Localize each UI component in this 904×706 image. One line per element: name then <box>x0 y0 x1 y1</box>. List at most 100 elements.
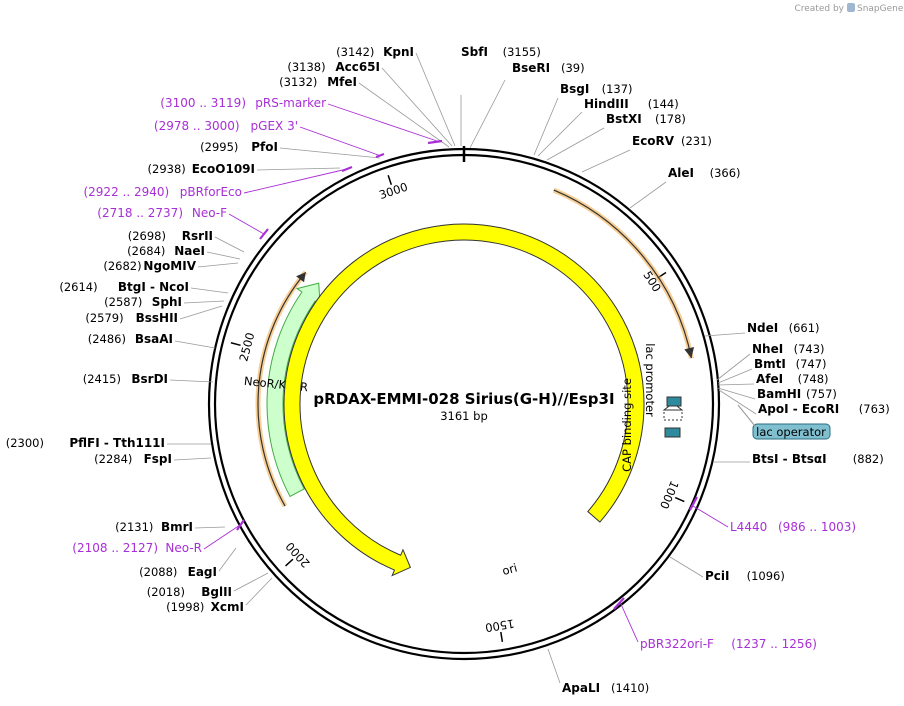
plasmid-name: pRDAX-EMMI-028 Sirius(G-H)//Esp3I <box>313 390 614 408</box>
site-name: AleI <box>668 166 694 180</box>
primer-leader <box>692 505 729 528</box>
site-btgi-ncoi: BtgI - NcoI(2614) <box>59 280 189 294</box>
site-leader <box>717 383 755 386</box>
orf-arrowhead <box>684 346 695 359</box>
site-name: NgoMIV <box>143 259 196 273</box>
tick-label: 1000 <box>657 479 682 511</box>
site-name: NheI <box>752 342 783 356</box>
orf-line <box>553 189 692 359</box>
site-leader <box>546 127 605 161</box>
site-position: (3142) <box>336 45 374 59</box>
site-leader <box>233 572 269 592</box>
primer-pbrforeco: pBRforEco(2922 .. 2940) <box>83 185 242 199</box>
site-name: BsrDI <box>131 372 168 386</box>
primer-bind-mark <box>236 519 245 531</box>
site-leader <box>704 332 746 337</box>
site-nhei: NheI(743) <box>752 342 825 356</box>
site-position: (1096) <box>747 569 785 583</box>
site-name: ApaLI <box>562 681 600 695</box>
primer-leader <box>243 168 348 194</box>
site-leader <box>190 287 229 294</box>
site-name: SbfI <box>461 45 488 59</box>
primer-l4440: L4440(986 .. 1003) <box>730 520 856 534</box>
site-leader <box>629 181 667 209</box>
site-apali: ApaLI (1410) <box>562 681 649 695</box>
feature-lac-operator: lac operator <box>737 404 831 440</box>
site-name: KpnI <box>383 45 414 59</box>
site-position: (1410) <box>611 681 649 695</box>
site-position: (763) <box>859 402 890 416</box>
site-bmri: BmrI(2131) <box>115 520 193 534</box>
primer-name: L4440 <box>730 520 767 534</box>
lac-promoter-box <box>663 409 683 421</box>
site-ngomiv: NgoMIV(2682) <box>103 259 196 273</box>
primer-leader <box>228 213 265 235</box>
site-leader <box>358 82 450 148</box>
site-bsrdi: BsrDI(2415) <box>83 372 168 386</box>
cap-box-bottom <box>664 427 681 438</box>
site-leader <box>533 97 559 156</box>
plasmid-length: 3161 bp <box>440 409 488 423</box>
site-leader <box>174 340 216 349</box>
site-name: BmrI <box>161 520 193 534</box>
site-leader <box>717 387 756 400</box>
site-naei: NaeI(2684) <box>127 244 205 258</box>
site-name: BssHII <box>136 311 178 325</box>
tick-label: 2500 <box>236 331 257 363</box>
site-position: (747) <box>796 357 827 371</box>
site-name: Acc65I <box>335 60 380 74</box>
site-position: (3138) <box>287 60 325 74</box>
site-pflfi-tth111i: PflFI - Tth111I (2300) <box>6 436 165 450</box>
site-leader <box>169 379 214 383</box>
lac-operator-box <box>752 423 831 440</box>
site-position: (2587) <box>104 295 142 309</box>
site-position: (2938) <box>148 162 186 176</box>
tick-label: 2000 <box>283 539 313 570</box>
credit-brand: SnapGene <box>857 4 904 14</box>
credit-prefix: Created by <box>794 4 844 14</box>
orf-line <box>257 271 307 507</box>
site-name: PflFI - Tth111I <box>69 436 165 450</box>
primer-name: pBR322ori-F <box>640 637 714 651</box>
primer-leader <box>327 103 438 142</box>
site-position: (2300) <box>6 436 44 450</box>
site-name: BstXI <box>606 112 642 126</box>
site-name: BsaAI <box>135 332 173 346</box>
site-name: BseRI <box>512 61 550 75</box>
site-leader <box>173 457 212 461</box>
site-position: (2682) <box>103 259 141 273</box>
site-name: BtsI - BtsαI <box>752 452 827 466</box>
primer-prs-marker: pRS-marker(3100 .. 3119) <box>160 96 326 110</box>
site-leader <box>179 305 223 320</box>
site-position: (1998) <box>166 600 204 614</box>
site-position: (3155) <box>503 45 541 59</box>
primer-bind-mark <box>613 597 625 610</box>
site-leader <box>206 251 241 260</box>
primer-name: pGEX 3' <box>251 119 298 133</box>
site-name: SphI <box>152 295 182 309</box>
site-name: NdeI <box>747 321 778 335</box>
site-name: BglII <box>201 585 232 599</box>
tick-mark <box>285 558 294 567</box>
cap-box-top <box>666 396 682 407</box>
tick-label: 3000 <box>377 180 409 203</box>
site-name: EagI <box>188 565 217 579</box>
site-ecoo109i: EcoO109I(2938) <box>148 162 255 176</box>
site-name: BmtI <box>754 357 786 371</box>
site-apoi-ecori: ApoI - EcoRI(763) <box>758 402 890 416</box>
site-name: FspI <box>144 452 172 466</box>
site-position: (2614) <box>59 280 97 294</box>
site-leader <box>547 648 561 684</box>
feature-neor-kanr <box>266 282 321 498</box>
site-rsrii: RsrII(2698) <box>128 229 213 243</box>
site-name: RsrII <box>182 229 213 243</box>
site-leader <box>218 547 237 572</box>
site-leader <box>718 389 757 415</box>
feature-lac-promoter: lac promoter <box>643 343 684 421</box>
site-name: PfoI <box>251 140 278 154</box>
site-leader <box>581 149 631 173</box>
site-leader <box>381 67 453 147</box>
orf-arrowhead <box>296 272 306 283</box>
